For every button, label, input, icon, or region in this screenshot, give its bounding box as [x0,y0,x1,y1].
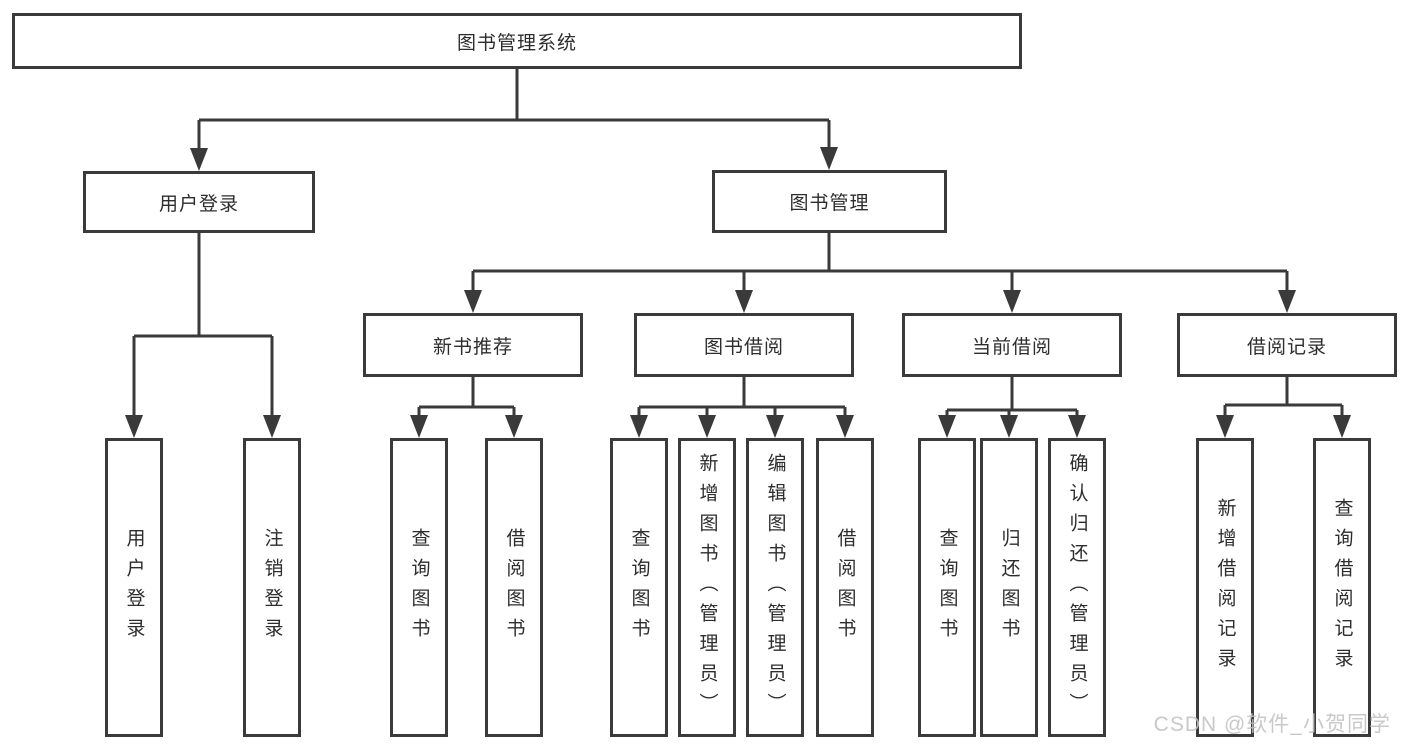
leaf-cb-confirm-return-admin: 确认归还（管理员） [1048,438,1106,737]
leaf-cb-query-book: 查询图书 [918,438,976,737]
leaf-br-add-record: 新增借阅记录 [1196,438,1254,737]
node-label: 当前借阅 [971,336,1052,358]
node-current-borrow: 当前借阅 [902,313,1122,377]
node-label: 归还图书 [998,527,1020,648]
leaf-cb-return-book: 归还图书 [980,438,1038,737]
node-label: 图书管理 [789,193,870,214]
node-label: 确认归还（管理员） [1066,452,1088,723]
node-label: 借阅图书 [503,527,525,648]
node-label: 新书推荐 [432,336,513,358]
leaf-bb-add-book-admin: 新增图书（管理员） [678,438,736,737]
node-library-management-system: 图书管理系统 [12,13,1022,69]
node-label: 图书管理系统 [456,32,577,54]
node-label: 图书借阅 [703,336,784,358]
node-label: 用户登录 [158,193,239,215]
leaf-bb-edit-book-admin: 编辑图书（管理员） [746,438,804,737]
node-label: 新增借阅记录 [1214,497,1236,678]
node-label: 编辑图书（管理员） [764,452,786,723]
node-label: 用户登录 [123,527,145,648]
node-new-book-recommend: 新书推荐 [363,313,583,377]
arrowheads [125,147,1351,438]
node-borrow-records: 借阅记录 [1177,313,1397,377]
node-label: 注销登录 [261,527,283,648]
node-book-management: 图书管理 [712,170,947,233]
leaf-rec-borrow-book: 借阅图书 [485,438,543,737]
node-label: 借阅记录 [1246,336,1327,358]
leaf-bb-query-book: 查询图书 [610,438,668,737]
leaf-user-login: 用户登录 [105,438,163,737]
node-label: 借阅图书 [834,527,856,648]
node-label: 新增图书（管理员） [696,452,718,723]
leaf-bb-borrow-book: 借阅图书 [816,438,874,737]
node-label: 查询图书 [936,527,958,648]
node-user-login: 用户登录 [83,171,315,233]
leaf-rec-query-book: 查询图书 [390,438,448,737]
node-label: 查询借阅记录 [1331,497,1353,678]
node-label: 查询图书 [628,527,650,648]
node-book-borrow: 图书借阅 [634,313,854,377]
leaf-br-query-record: 查询借阅记录 [1313,438,1371,737]
leaf-logout: 注销登录 [243,438,301,737]
csdn-watermark: CSDN @软件_小贺同学 [1153,713,1391,736]
node-label: 查询图书 [408,527,430,648]
